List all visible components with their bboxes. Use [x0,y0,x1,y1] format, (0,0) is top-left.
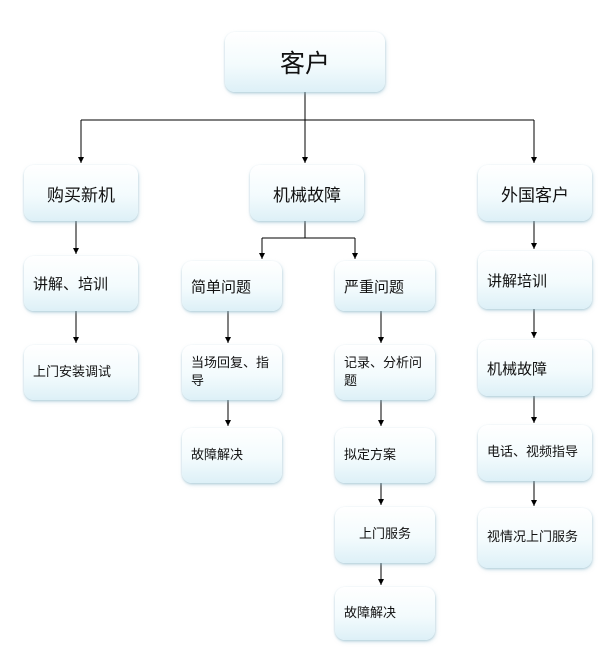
node-purchase-step-2: 上门安装调试 [24,345,138,400]
node-serious-step-2: 拟定方案 [335,428,435,483]
node-foreign-step-3: 电话、视频指导 [478,425,592,481]
node-foreign: 外国客户 [478,165,592,221]
node-serious-step-3: 上门服务 [335,507,435,563]
node-root: 客户 [225,32,385,92]
node-serious-step-1: 记录、分析问题 [335,345,435,400]
node-fault: 机械故障 [250,165,364,221]
node-foreign-step-4: 视情况上门服务 [478,508,592,568]
node-foreign-step-1: 讲解培训 [478,251,592,309]
node-serious-step-4: 故障解决 [335,587,435,640]
node-serious: 严重问题 [335,261,435,311]
node-simple-step-1: 当场回复、指导 [182,345,282,400]
node-purchase-step-1: 讲解、培训 [24,256,138,311]
node-simple: 简单问题 [182,261,282,311]
node-simple-step-2: 故障解决 [182,428,282,483]
node-foreign-step-2: 机械故障 [478,340,592,396]
node-purchase: 购买新机 [24,165,138,221]
